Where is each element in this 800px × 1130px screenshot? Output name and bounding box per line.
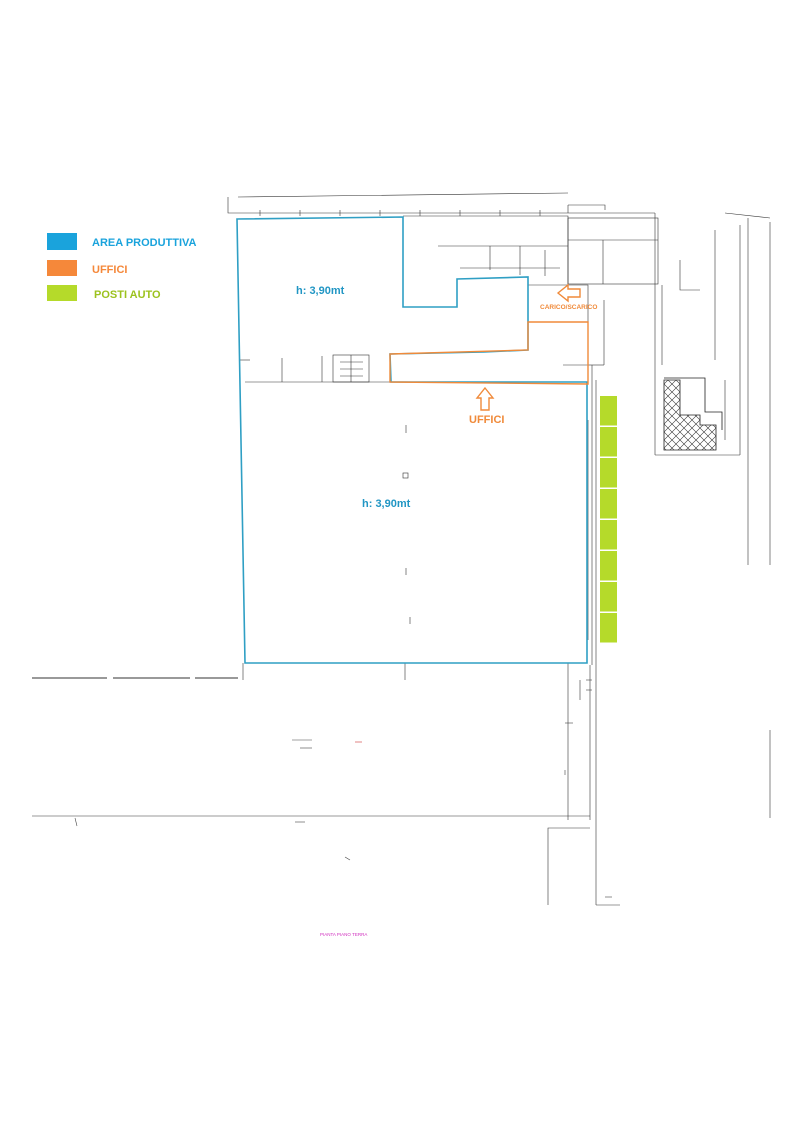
parking-slot: [600, 489, 617, 519]
legend-swatch-uffici: [47, 260, 77, 276]
legend-label-uffici: UFFICI: [92, 264, 127, 276]
parking-slot: [600, 582, 617, 612]
height-label-center: h: 3,90mt: [362, 498, 411, 510]
uffici-callout-label: UFFICI: [469, 414, 504, 426]
architectural-lines: [32, 192, 771, 906]
parking-slot: [600, 427, 617, 457]
parking-slot: [600, 551, 617, 581]
uffici-outline: [389, 321, 589, 385]
parking-slots: [600, 396, 617, 643]
legend-label-area-produttiva: AREA PRODUTTIVA: [92, 237, 197, 249]
carico-scarico-marker: CARICO/SCARICO: [540, 283, 597, 311]
legend-label-posti-auto: POSTI AUTO: [94, 289, 161, 301]
parking-slot: [600, 520, 617, 550]
parking-slot: [600, 613, 617, 643]
arrow-up-icon: [475, 386, 495, 411]
uffici-callout: UFFICI: [469, 386, 504, 426]
arrow-left-icon: [556, 283, 581, 303]
footer-caption: PIANTA PIANO TERRA: [320, 932, 367, 937]
legend: AREA PRODUTTIVA UFFICI POSTI AUTO: [47, 233, 197, 301]
area-produttiva-outline: [236, 216, 588, 664]
carico-scarico-label: CARICO/SCARICO: [540, 304, 597, 311]
hatched-stair-block: [663, 379, 717, 451]
parking-slot: [600, 458, 617, 488]
parking-slot: [600, 396, 617, 426]
legend-swatch-posti-auto: [47, 285, 77, 301]
legend-swatch-area-produttiva: [47, 233, 77, 250]
minor-marks: [74, 679, 612, 898]
height-label-top: h: 3,90mt: [296, 285, 345, 297]
